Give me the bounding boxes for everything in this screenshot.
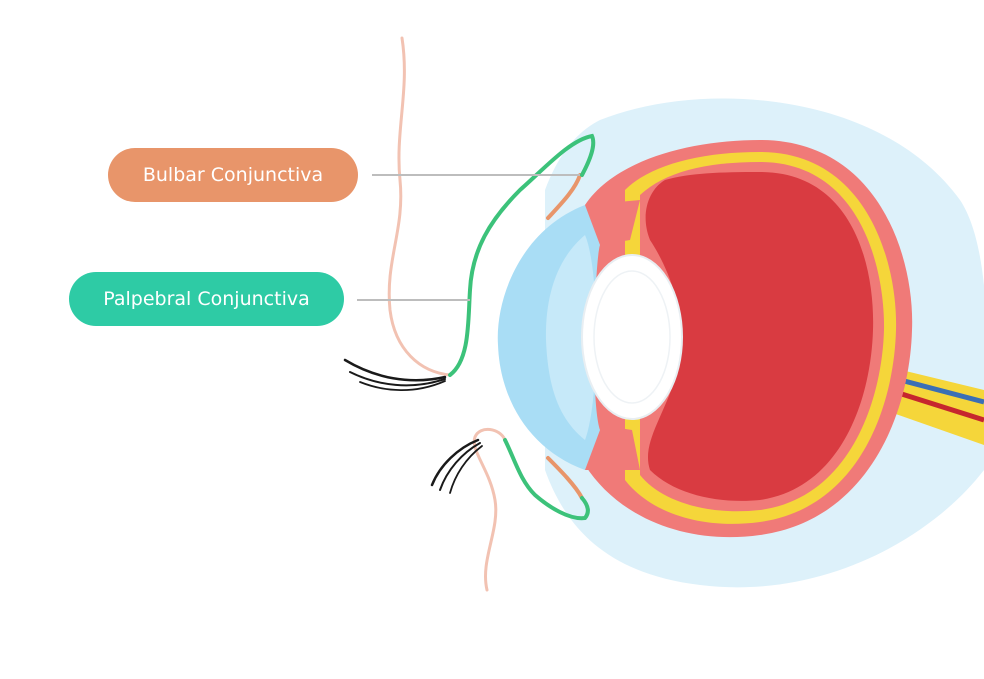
upper-eyelid-skin: [387, 36, 452, 377]
lower-eyelashes: [430, 438, 483, 494]
palpebral-conjunctiva-text: Palpebral Conjunctiva: [103, 288, 310, 310]
lower-palpebral-conjunctiva: [503, 438, 590, 521]
bulbar-conjunctiva-upper: [546, 173, 582, 220]
lens: [581, 254, 683, 420]
upper-eyelashes: [343, 358, 447, 392]
bulbar-conjunctiva-text: Bulbar Conjunctiva: [142, 164, 324, 186]
bulbar-conjunctiva-lower: [546, 456, 584, 500]
lower-eyelid-skin: [472, 428, 507, 592]
vitreous-body: [645, 172, 874, 501]
anterior-chamber: [545, 235, 597, 440]
upper-palpebral-conjunctiva: [448, 133, 596, 377]
lens-ring: [593, 270, 671, 404]
palpebral-conjunctiva-label: Palpebral Conjunctiva: [69, 272, 344, 326]
bulbar-conjunctiva-label: Bulbar Conjunctiva: [108, 148, 358, 202]
